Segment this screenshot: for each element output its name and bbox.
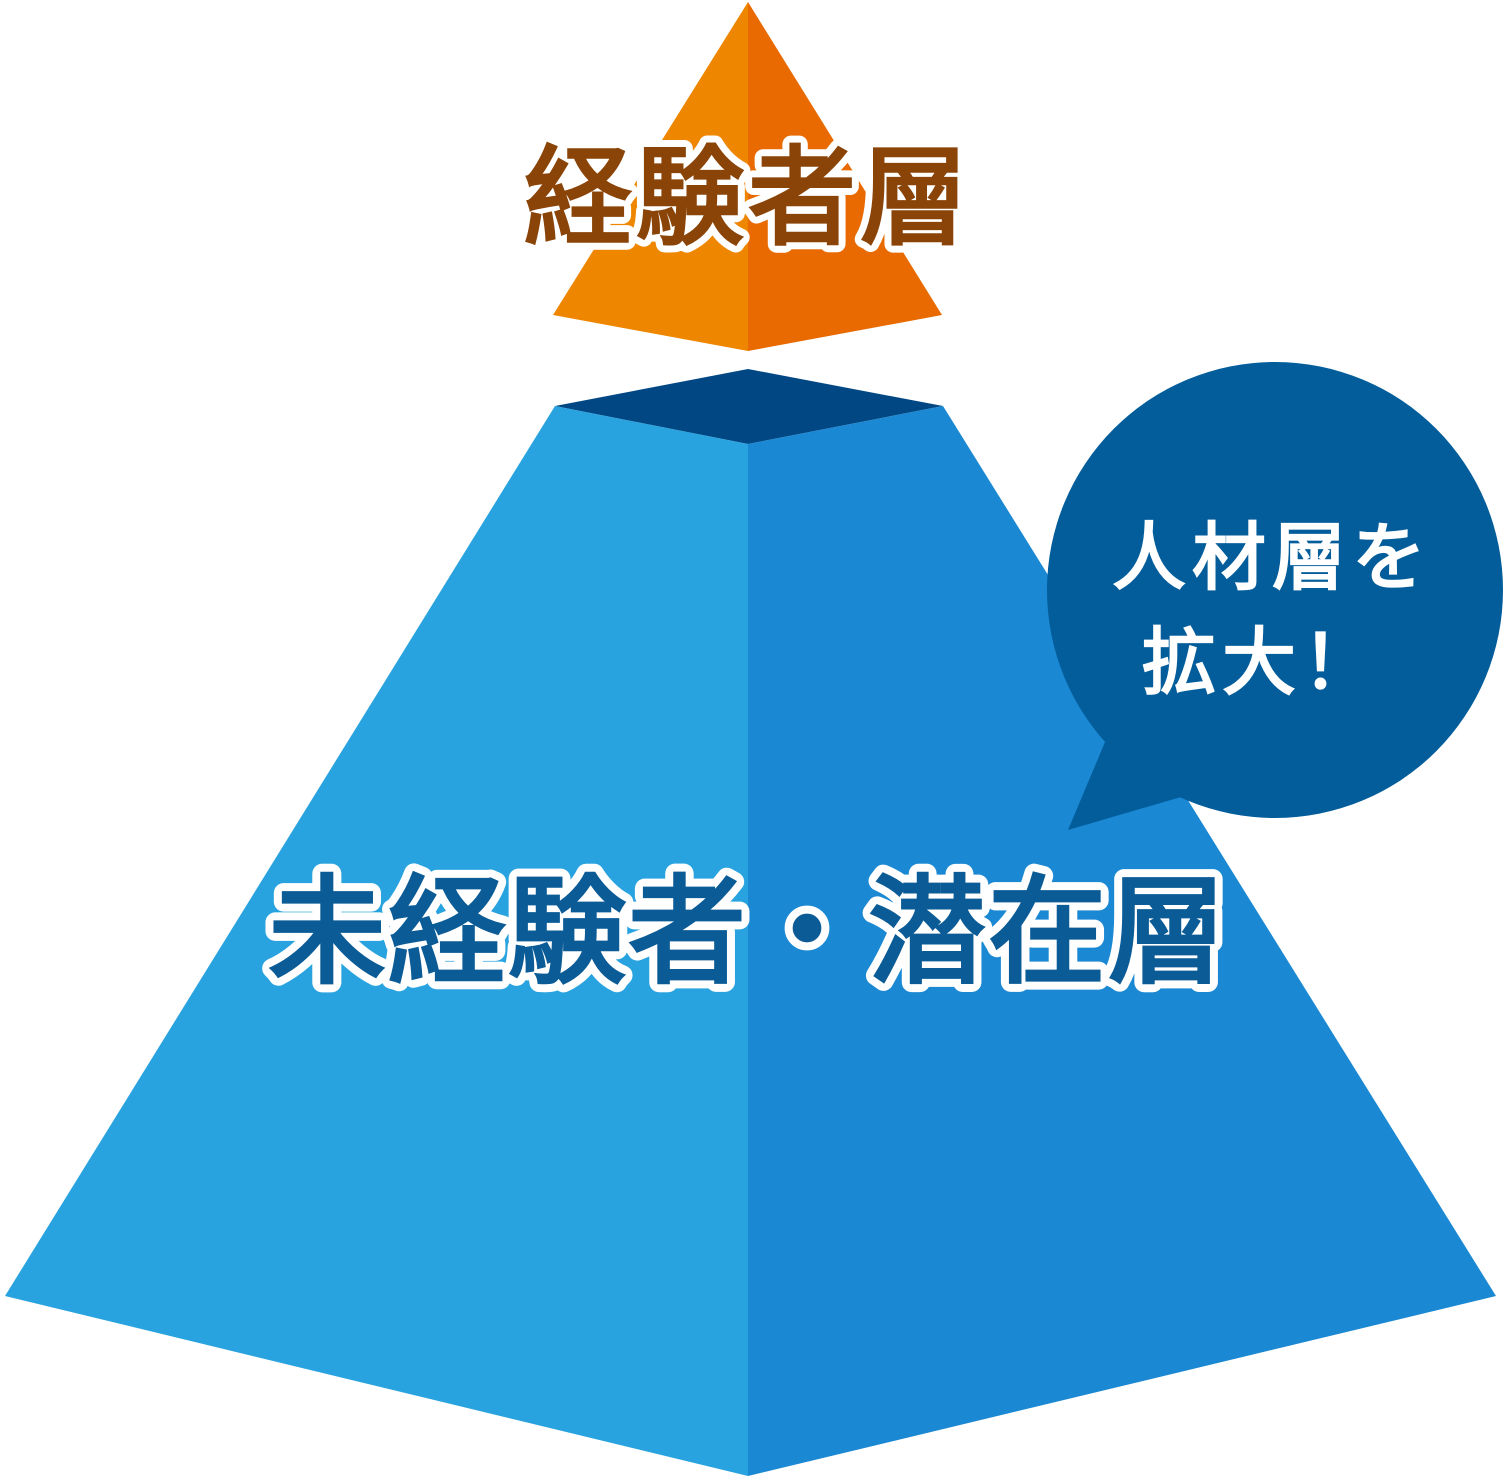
callout-bubble-tail	[1068, 735, 1205, 830]
callout-line-1: 人材層を	[1112, 515, 1432, 601]
callout-bubble: 人材層を 拡大！	[1047, 362, 1503, 830]
callout-line-2: 拡大！	[1142, 620, 1382, 706]
bottom-layer-label: 未経験者・潜在層	[268, 863, 1228, 1001]
top-layer-label: 経験者層	[524, 136, 972, 261]
bottom-layer-left-face	[5, 406, 748, 1476]
top-layer-right-face	[748, 2, 942, 351]
top-layer-pyramid	[553, 2, 942, 351]
top-layer-left-face	[553, 2, 748, 351]
bottom-layer-top-face	[555, 369, 943, 444]
bottom-layer-pyramid	[5, 369, 1496, 1476]
bottom-layer-right-face	[748, 406, 1496, 1476]
callout-bubble-circle	[1047, 362, 1503, 818]
